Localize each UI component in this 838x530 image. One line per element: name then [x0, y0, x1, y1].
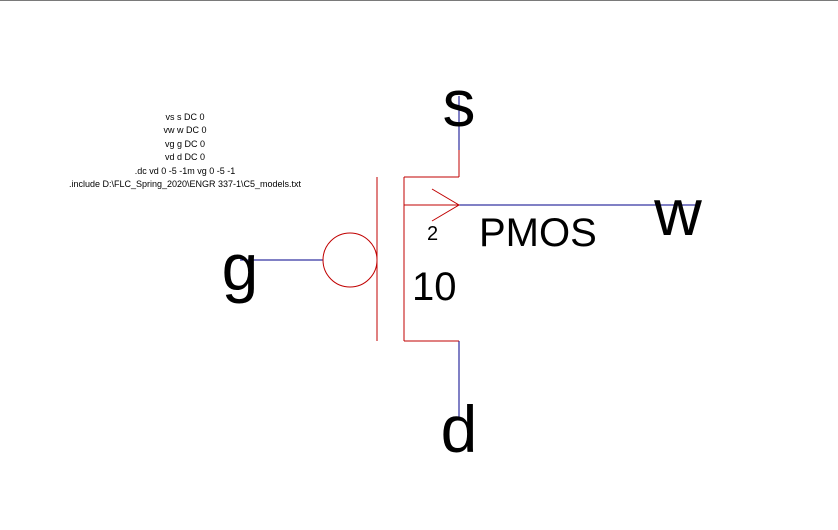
- gate-node-label: g: [222, 230, 259, 304]
- gate-inversion-bubble: [322, 232, 378, 288]
- spice-line[interactable]: vs s DC 0: [165, 112, 205, 122]
- spice-line[interactable]: vw w DC 0: [163, 125, 207, 136]
- device-model-label: PMOS: [479, 211, 597, 255]
- spice-line[interactable]: .dc vd 0 -5 -1m vg 0 -5 -1: [134, 165, 236, 176]
- spice-line[interactable]: vd d DC 0: [164, 152, 206, 163]
- drain-node-label: d: [441, 392, 478, 466]
- pmos-transistor-symbol[interactable]: [322, 150, 460, 342]
- spice-line[interactable]: .include D:\FLC_Spring_2020\ENGR 337-1\C…: [68, 178, 302, 189]
- device-width-label: 10: [412, 265, 457, 309]
- source-node-label: s: [443, 66, 476, 140]
- wires: [240, 96, 700, 418]
- body-arrow: [431, 188, 460, 222]
- window-top-border: [0, 0, 838, 1]
- device-length-label: 2: [427, 223, 438, 245]
- spice-directives: vs s DC 0 vw w DC 0 vg g DC 0 vd d DC 0 …: [40, 111, 330, 191]
- spice-line[interactable]: vg g DC 0: [164, 138, 206, 149]
- bulk-node-label: w: [653, 175, 702, 249]
